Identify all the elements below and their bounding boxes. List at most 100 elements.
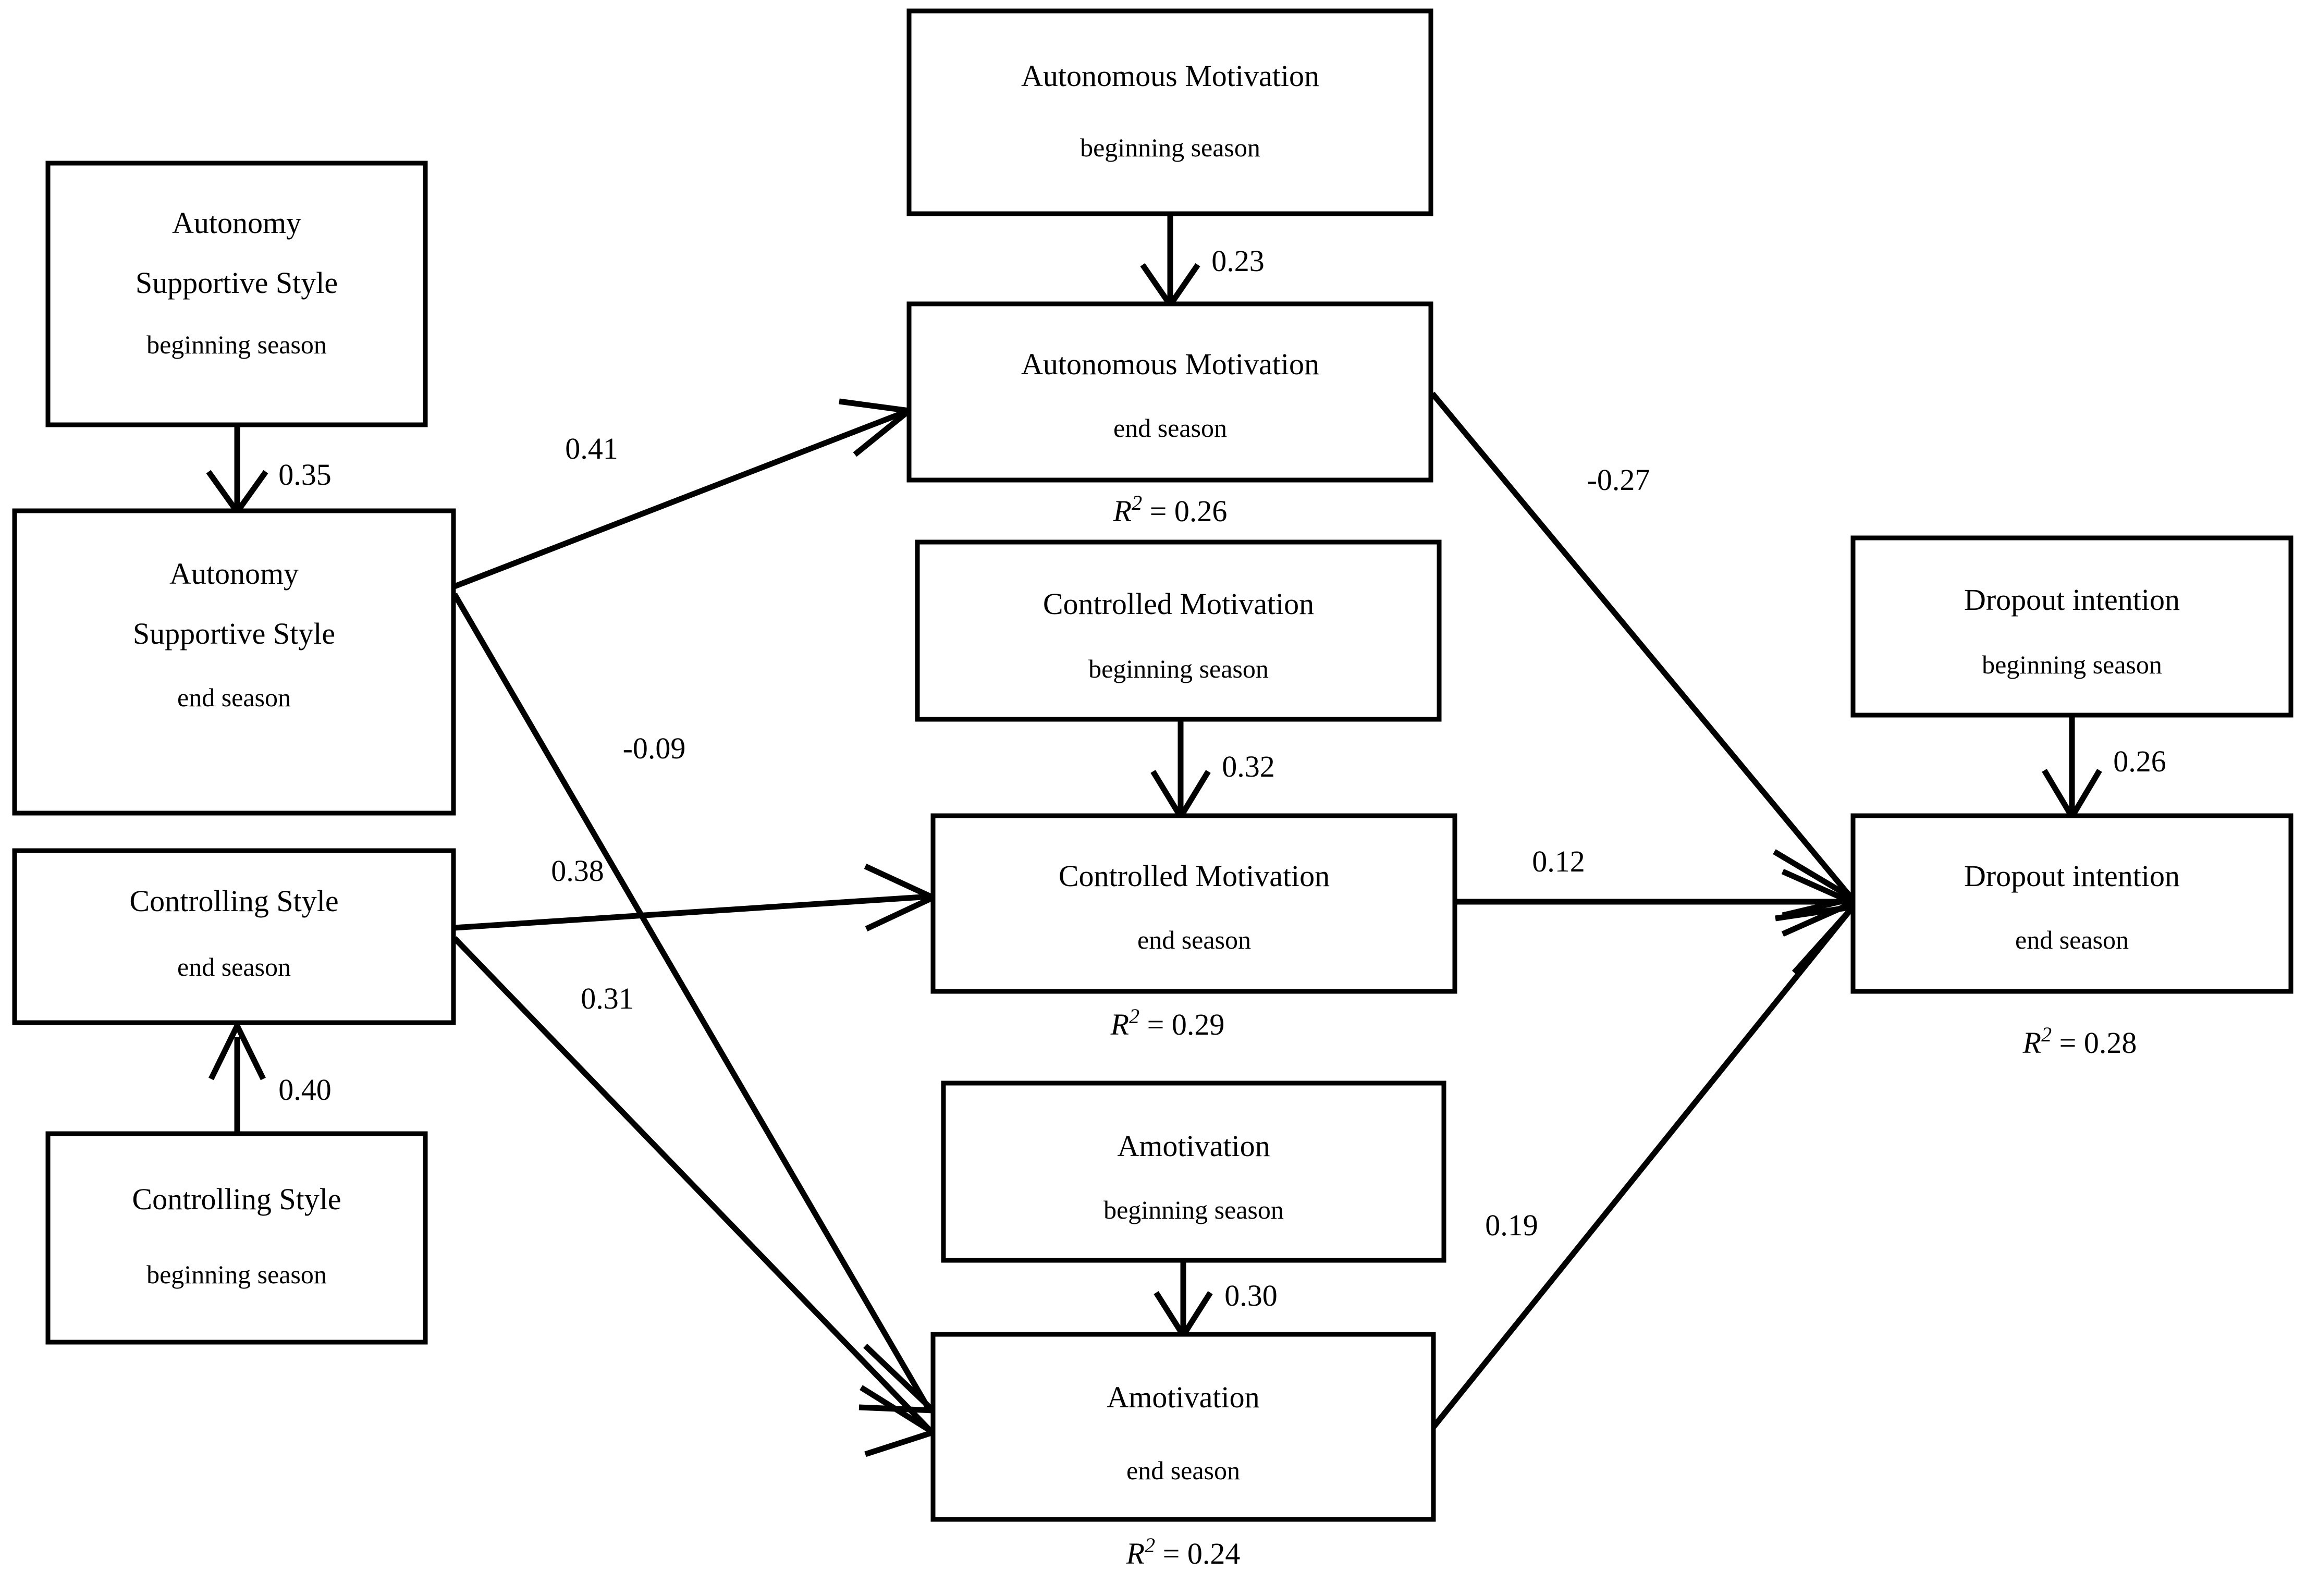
r2-symbol: R [2022, 1026, 2041, 1060]
node-subtitle: beginning season [1088, 654, 1269, 683]
edge-controlled-motivation-begin-to-end: 0.32 [1150, 719, 1275, 822]
r2-value: 0.29 [1172, 1008, 1225, 1041]
node-subtitle: beginning season [1080, 133, 1260, 162]
node-box[interactable] [1850, 813, 2293, 994]
edge-amotivation-to-dropout: 0.19 [1431, 903, 1861, 1429]
edge-label-0-30: 0.30 [1224, 1279, 1278, 1312]
node-title-line2: Supportive Style [136, 266, 338, 300]
node-subtitle: end season [1113, 413, 1227, 443]
node-box[interactable] [12, 508, 456, 816]
edge-line [452, 593, 930, 1409]
node-controlling-style-beginning[interactable]: Controlling Style beginning season [45, 1131, 428, 1345]
edge-line [452, 936, 931, 1431]
r2-equals: = [1155, 1537, 1187, 1570]
node-subtitle: end season [177, 683, 291, 712]
r2-superscript: 2 [1129, 1004, 1139, 1028]
node-autonomous-motivation-beginning[interactable]: Autonomous Motivation beginning season [906, 8, 1433, 216]
edge-controlled-motivation-to-dropout: 0.12 [1455, 844, 1860, 937]
edge-line [1430, 391, 1852, 898]
node-autonomy-supportive-style-end[interactable]: Autonomy Supportive Style end season [12, 508, 456, 816]
node-title-line1: Controlled Motivation [1059, 859, 1330, 893]
edge-label-0-35: 0.35 [278, 458, 332, 492]
svg-text:R2 = 0.24: R2 = 0.24 [1126, 1533, 1241, 1570]
node-box[interactable] [906, 301, 1433, 483]
r2-autonomous-motivation-end: R2 = 0.26 [1113, 491, 1228, 528]
edge-autonomous-motivation-to-dropout: -0.27 [1430, 391, 1861, 918]
edge-label-0-12: 0.12 [1532, 844, 1585, 878]
node-subtitle: end season [1137, 925, 1251, 954]
node-amotivation-beginning[interactable]: Amotivation beginning season [941, 1081, 1446, 1263]
edge-label-0-41: 0.41 [565, 432, 618, 465]
r2-symbol: R [1126, 1537, 1145, 1570]
node-subtitle: beginning season [146, 1260, 327, 1289]
arrowhead-icon [1775, 903, 1861, 975]
edge-label-0-19: 0.19 [1485, 1208, 1538, 1242]
node-controlled-motivation-end[interactable]: Controlled Motivation end season [930, 813, 1457, 994]
edge-label-0-32: 0.32 [1222, 750, 1275, 783]
node-title-line1: Amotivation [1107, 1380, 1259, 1414]
node-box[interactable] [45, 161, 428, 427]
node-subtitle: end season [2015, 925, 2129, 954]
r2-equals: = [1142, 494, 1174, 528]
node-box[interactable] [915, 539, 1442, 722]
r2-dropout-intention-end: R2 = 0.28 [2022, 1023, 2137, 1060]
node-amotivation-end[interactable]: Amotivation end season [930, 1332, 1436, 1522]
node-title-line1: Dropout intention [1964, 583, 2180, 617]
node-controlling-style-end[interactable]: Controlling Style end season [12, 848, 456, 1025]
node-box[interactable] [930, 813, 1457, 994]
edge-label-0-31: 0.31 [581, 981, 634, 1015]
node-title-line1: Autonomy [169, 557, 299, 591]
node-title-line1: Dropout intention [1964, 859, 2180, 893]
node-subtitle: beginning season [1103, 1195, 1284, 1224]
node-title-line1: Autonomous Motivation [1021, 347, 1319, 381]
edge-line [454, 893, 930, 931]
edge-autonomous-motivation-begin-to-end: 0.23 [1140, 214, 1265, 310]
r2-value: 0.28 [2084, 1026, 2137, 1060]
node-title-line1: Controlling Style [132, 1182, 341, 1216]
edge-controlling-begin-to-end: 0.40 [208, 1019, 332, 1134]
node-subtitle: beginning season [1982, 650, 2162, 679]
r2-value: 0.26 [1174, 494, 1228, 528]
node-subtitle: beginning season [146, 330, 327, 359]
node-title-line1: Autonomous Motivation [1021, 59, 1319, 93]
node-title-line1: Amotivation [1117, 1129, 1270, 1163]
r2-superscript: 2 [1132, 491, 1142, 514]
node-dropout-intention-beginning[interactable]: Dropout intention beginning season [1850, 535, 2293, 718]
node-title-line2: Supportive Style [133, 617, 335, 650]
r2-value: 0.24 [1187, 1537, 1241, 1570]
node-autonomy-supportive-style-beginning[interactable]: Autonomy Supportive Style beginning seas… [45, 161, 428, 427]
arrowhead-icon [208, 1019, 266, 1081]
edge-label-0-38: 0.38 [551, 854, 604, 888]
edge-autonomy-supportive-to-autonomous-motivation: 0.41 [453, 398, 916, 590]
node-box[interactable] [906, 8, 1433, 216]
node-box[interactable] [12, 848, 456, 1025]
node-dropout-intention-end[interactable]: Dropout intention end season [1850, 813, 2293, 994]
node-title-line1: Controlled Motivation [1043, 587, 1314, 621]
node-title-line1: Autonomy [172, 206, 301, 240]
node-box[interactable] [45, 1131, 428, 1345]
edge-controlling-to-controlled-motivation: 0.38 [454, 854, 940, 931]
edge-dropout-intention-begin-to-end: 0.26 [2042, 715, 2166, 822]
edge-line [1431, 909, 1852, 1429]
edge-autonomy-supportive-to-amotivation: -0.09 [452, 593, 941, 1414]
node-autonomous-motivation-end[interactable]: Autonomous Motivation end season [906, 301, 1433, 483]
node-box[interactable] [941, 1081, 1446, 1263]
node-box[interactable] [930, 1332, 1436, 1522]
r2-controlled-motivation-end: R2 = 0.29 [1110, 1004, 1225, 1041]
svg-text:R2 = 0.28: R2 = 0.28 [2022, 1023, 2137, 1060]
r2-equals: = [1139, 1008, 1172, 1041]
edge-amotivation-begin-to-end: 0.30 [1154, 1260, 1278, 1341]
edge-controlling-to-amotivation: 0.31 [452, 936, 940, 1457]
edge-label-0-40: 0.40 [278, 1073, 332, 1107]
edge-label-neg-0-09: -0.09 [623, 731, 686, 765]
node-box[interactable] [1850, 535, 2293, 718]
edge-label-0-23: 0.23 [1211, 244, 1265, 278]
r2-superscript: 2 [2041, 1023, 2052, 1046]
node-title-line1: Controlling Style [129, 884, 338, 918]
r2-equals: = [2052, 1026, 2084, 1060]
node-controlled-motivation-beginning[interactable]: Controlled Motivation beginning season [915, 539, 1442, 722]
node-subtitle: end season [177, 952, 291, 981]
svg-text:R2 = 0.26: R2 = 0.26 [1113, 491, 1228, 528]
